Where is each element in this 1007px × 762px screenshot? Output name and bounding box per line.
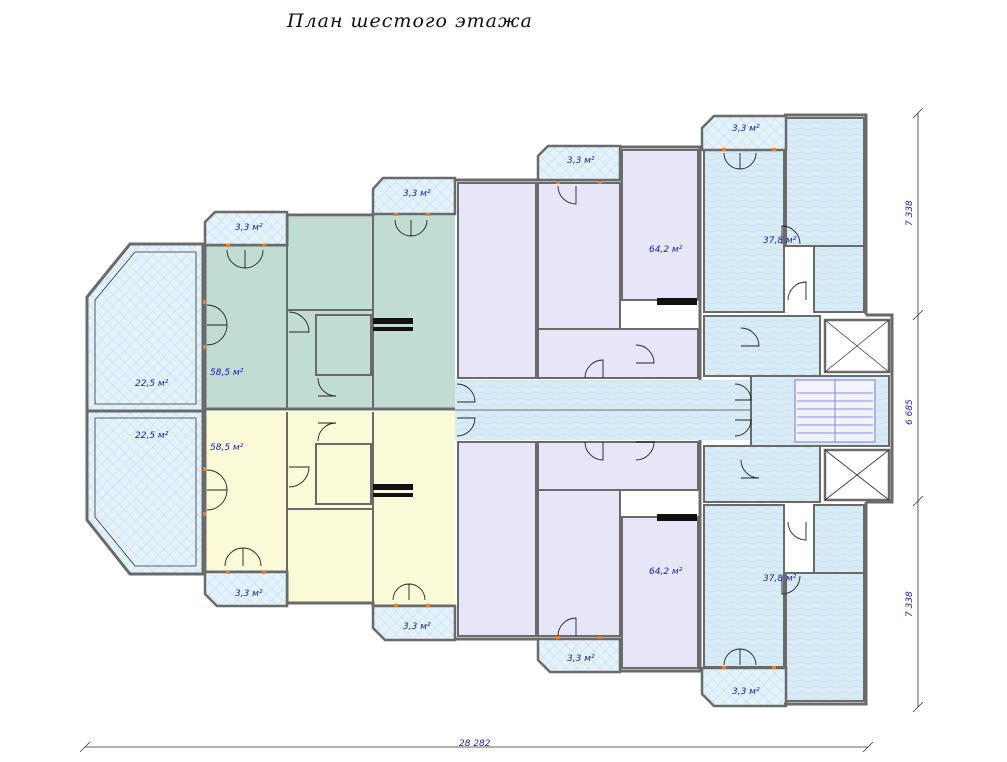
label-balcony-4: 3,3 м² — [403, 622, 431, 632]
dimension-lines — [79, 107, 924, 753]
apartment-blue-top — [703, 117, 865, 313]
door-jamb-marks — [203, 148, 776, 669]
label-balcony-2: 3,3 м² — [403, 189, 431, 199]
label-apt-blue-bottom: 37,8 м² — [763, 574, 797, 584]
label-balcony-5: 3,3 м² — [567, 156, 595, 166]
label-big-balcony-top: 22,5 м² — [135, 379, 169, 389]
balcony-2 — [371, 176, 457, 216]
building-core — [703, 315, 891, 503]
apartment-yellow — [205, 412, 455, 605]
big-balcony-top — [85, 242, 205, 413]
balcony-inner-line-top — [94, 251, 197, 405]
dimension-right-bottom: 7 338 — [905, 591, 915, 617]
big-balcony-bottom — [85, 409, 205, 576]
label-apt-blue-top: 37,8 м² — [763, 236, 797, 246]
apartment-lavender-bottom — [457, 441, 699, 669]
dimension-total-width: 28 282 — [459, 739, 491, 749]
balcony-1 — [203, 210, 289, 247]
plan-title: План шестого этажа — [286, 10, 533, 32]
core-outer-wall — [866, 313, 894, 504]
label-balcony-1: 3,3 м² — [235, 223, 263, 233]
balcony-4 — [371, 604, 457, 642]
label-balcony-6: 3,3 м² — [567, 654, 595, 664]
label-big-balcony-bottom: 22,5 м² — [135, 431, 169, 441]
label-balcony-8: 3,3 м² — [732, 687, 760, 697]
label-balcony-7: 3,3 м² — [732, 124, 760, 134]
label-apt-yellow: 58,5 м² — [210, 443, 244, 453]
door-swings — [206, 152, 807, 666]
apartment-green — [205, 214, 455, 408]
label-balcony-3: 3,3 м² — [235, 589, 263, 599]
apartment-lavender-top — [457, 149, 699, 379]
label-apt-lavender-top: 64,2 м² — [649, 245, 683, 255]
blue-top-outer-wall — [784, 113, 868, 315]
balcony-5 — [536, 144, 622, 182]
balcony-6 — [536, 637, 622, 674]
dimension-right-middle: 6 685 — [905, 399, 915, 425]
dimension-right-top: 7 338 — [905, 200, 915, 226]
apartment-blue-bottom — [703, 504, 865, 702]
label-apt-green: 58,5 м² — [210, 368, 244, 378]
label-apt-lavender-bottom: 64,2 м² — [649, 567, 683, 577]
blue-bottom-outer-wall — [784, 502, 868, 706]
balcony-inner-line-bottom — [94, 417, 197, 567]
balcony-3 — [203, 570, 289, 608]
